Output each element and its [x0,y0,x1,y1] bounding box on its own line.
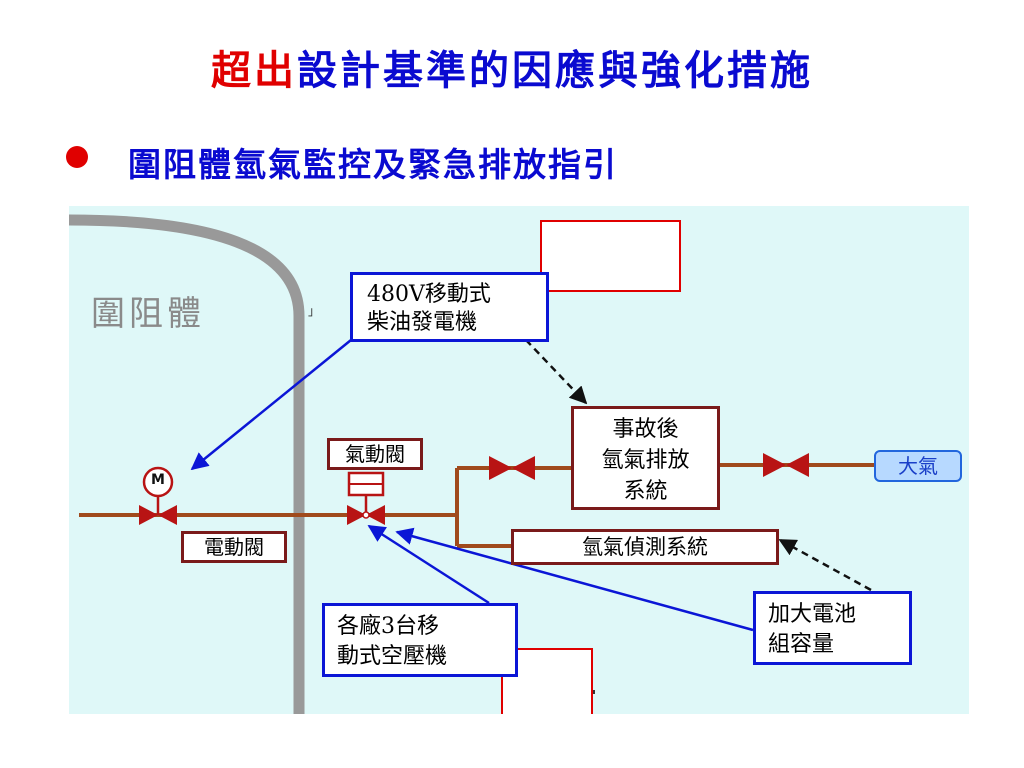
diagram-panel: 圍阻體 」 480V移動式 柴油發電機 事故後 氫氣排放 系統 大氣 氣動閥 M… [69,206,969,714]
page-title: 超出設計基準的因應與強化措施 [0,38,1024,96]
post-accident-line2: 氫氣排放 [601,448,690,473]
pneumatic-valve-label: 氣動閥 [327,438,423,470]
bullet-dot-icon [66,146,88,168]
motor-valve-label: 電動閥 [181,531,287,563]
air-compressor-line2: 動式空壓機 [337,644,448,669]
battery-box: 加大電池 組容量 [753,591,912,665]
post-accident-line1: 事故後 [612,417,679,442]
generator-image-frame [540,220,681,292]
title-rest: 設計基準的因應與強化措施 [297,47,813,94]
motor-circle [142,466,174,498]
vent-valve-2-icon [763,453,809,477]
title-highlight: 超出 [211,47,297,94]
motor-valve-icon [139,505,177,525]
arrow-battery-to-detection [778,538,872,592]
diesel-generator-line1: 480V移動式 [367,282,491,307]
containment-label: 圍阻體 [91,294,205,334]
stray-mark: 」 [308,304,321,318]
post-accident-vent-box: 事故後 氫氣排放 系統 [571,406,720,510]
arrow-generator-to-vent-system [525,339,588,405]
motor-symbol-label: M [151,472,165,488]
atmosphere-tag: 大氣 [874,450,962,482]
air-compressor-line1: 各廠3台移 [337,614,439,639]
post-accident-line3: 系統 [623,479,668,504]
battery-line1: 加大電池 [768,602,857,627]
containment-wall [69,214,305,714]
diesel-generator-line2: 柴油發電機 [367,310,478,335]
air-compressor-box: 各廠3台移 動式空壓機 [322,603,518,677]
battery-line2: 組容量 [768,632,835,657]
bullet-text: 圍阻體氫氣監控及緊急排放指引 [128,145,618,184]
vent-valve-1-icon [489,456,535,480]
hydrogen-detection-box: 氫氣偵測系統 [511,529,779,565]
arrow-compressor-to-pneumatic-valve [367,524,490,605]
arrow-generator-to-motor-valve [190,339,352,471]
diesel-generator-box: 480V移動式 柴油發電機 [350,272,549,342]
arrow-battery-to-pneumatic-valve [395,527,754,632]
